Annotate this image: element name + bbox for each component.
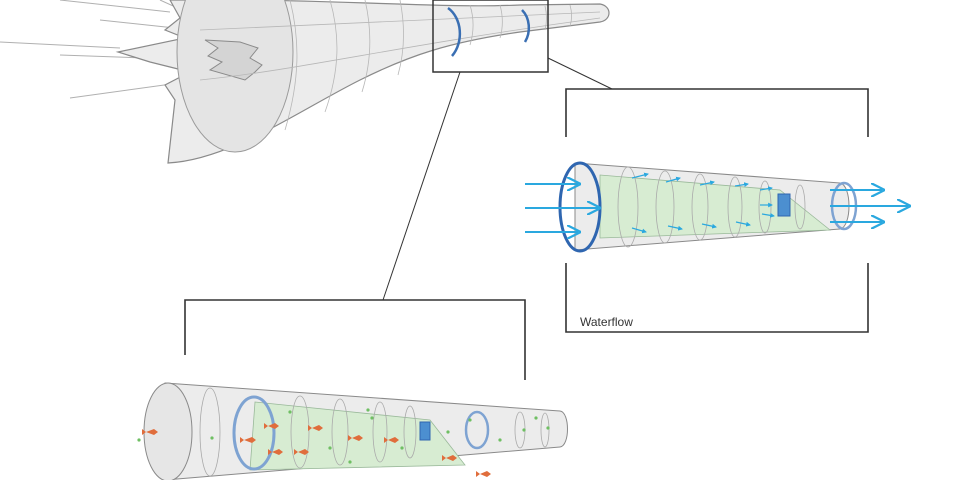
fish-panel <box>137 299 568 480</box>
fish-icon <box>294 449 309 455</box>
fish-entry-ring <box>232 395 276 471</box>
fish-panel-frame <box>184 299 526 380</box>
waterflow-panel-frame <box>565 88 869 333</box>
net-inner-ripples <box>204 39 263 81</box>
fish-exit-ring <box>464 410 490 450</box>
full-trawl-net <box>0 0 613 301</box>
flow-arrows-small <box>631 172 775 234</box>
waterflow-panel: Waterflow <box>525 88 908 333</box>
fish-icon <box>268 449 283 455</box>
escape-ring-small <box>521 9 531 43</box>
zoom-box <box>432 0 549 73</box>
flow-arrows-in <box>525 184 598 232</box>
net-mesh-rings <box>199 0 601 131</box>
fish-icon <box>308 425 323 431</box>
fish-icon <box>348 435 363 441</box>
waterflow-label: Waterflow <box>580 315 633 329</box>
fish-icon <box>142 429 158 435</box>
zoom-connector-right <box>547 57 613 90</box>
flow-arrows-out <box>830 190 908 222</box>
escape-ring-large <box>447 6 461 57</box>
zoom-connector-left <box>382 71 461 301</box>
small-organism-dots <box>137 408 550 464</box>
fish-icon <box>384 437 399 443</box>
fish-group <box>142 423 491 477</box>
fish-icon <box>264 423 279 429</box>
fish-grid-device <box>419 421 431 441</box>
detail-grid-device <box>777 193 791 217</box>
fish-mesh-rings <box>199 387 550 477</box>
fish-icon <box>240 437 256 443</box>
fish-icon <box>442 455 457 461</box>
fish-icon <box>476 471 491 477</box>
tow-lines <box>0 0 216 99</box>
